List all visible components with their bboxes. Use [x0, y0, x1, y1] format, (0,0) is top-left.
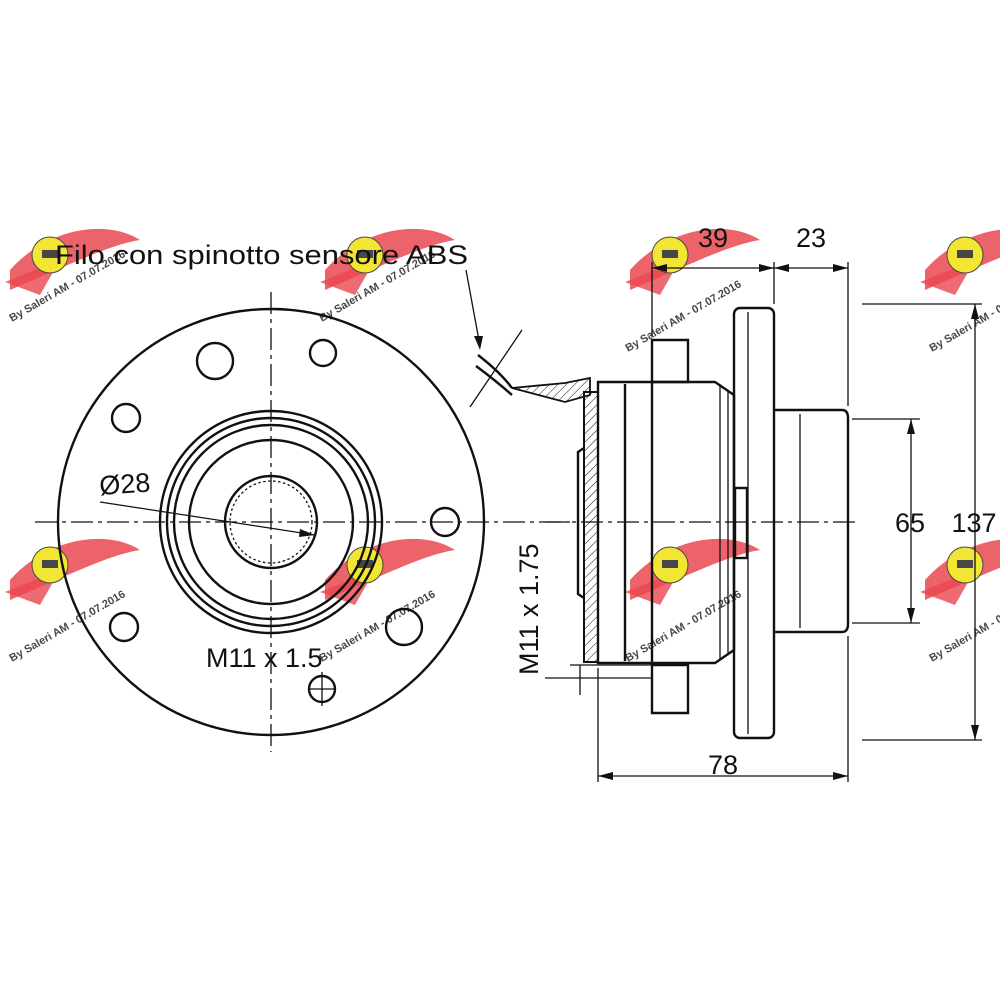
watermark-text: By Saleri AM - 07.07.2016 [928, 278, 1000, 354]
dim-arrow [652, 264, 667, 272]
abs-break-line [469, 329, 523, 408]
watermark-text: By Saleri AM - 07.07.2016 [624, 278, 744, 354]
dim-arrow [598, 772, 613, 780]
dim-label-23: 23 [796, 223, 826, 253]
watermark-logo [919, 538, 1000, 606]
dim-arrow [907, 419, 915, 434]
bearing-seal [187, 438, 355, 606]
front-view [35, 292, 575, 752]
hub-ring-2 [165, 416, 377, 628]
abs-cable [477, 354, 513, 389]
bolt-hole [195, 341, 235, 381]
bolt-hole [429, 506, 461, 538]
spline-outer [223, 474, 319, 570]
bore-leader [99, 501, 316, 536]
dimension-lines [545, 262, 982, 782]
bore-diameter-label: Ø28 [98, 467, 151, 500]
drive-slot [733, 486, 749, 560]
abs-sensor-label: Filo con spinotto sensore ABS [55, 240, 468, 270]
labels: Filo con spinotto sensore ABS Ø28 M11 x … [55, 223, 997, 780]
side-view [465, 269, 860, 740]
dim-arrow [759, 264, 774, 272]
bolt-hole [108, 611, 140, 643]
seal-section [583, 391, 599, 663]
dim-label-65: 65 [895, 508, 925, 538]
watermark-text: By Saleri AM - 07.07.2016 [318, 588, 438, 664]
stud-upper [650, 338, 690, 384]
hub-ring-3 [172, 423, 370, 621]
dim-arrow [774, 264, 789, 272]
brake-flange [732, 306, 776, 740]
abs-cable [475, 365, 513, 396]
watermark-logo [919, 228, 1000, 296]
dim-arrow [833, 772, 848, 780]
dim-arrow [971, 725, 979, 740]
inner-shoulder [576, 447, 585, 599]
bolt-hole [308, 338, 338, 368]
watermark-text: By Saleri AM - 07.07.2016 [624, 588, 744, 664]
abs-leader-arrow [474, 336, 483, 350]
dim-label-78: 78 [708, 750, 738, 780]
dim-arrow [971, 304, 979, 319]
hub-outer-ring [158, 409, 384, 635]
abs-connector [511, 376, 591, 403]
dim-label-39: 39 [698, 223, 728, 253]
flange-outline [56, 307, 486, 737]
stud-lower [650, 663, 690, 715]
spline-root [229, 480, 313, 564]
bore-leader-arrow [299, 529, 315, 537]
bolt-hole [110, 402, 142, 434]
bolt-hole [384, 607, 424, 647]
watermarks: By Saleri AM - 07.07.2016 By Saleri AM -… [4, 228, 1000, 665]
dim-arrow [833, 264, 848, 272]
pilot-hub [774, 408, 850, 634]
dim-arrow [907, 608, 915, 623]
abs-leader [465, 269, 481, 347]
stud-thread-label: M11 x 1.5 [206, 643, 323, 673]
dim-label-137: 137 [951, 508, 996, 538]
watermark-text: By Saleri AM - 07.07.2016 [928, 588, 1000, 664]
stud-thread-side-label: M11 x 1.75 [514, 543, 544, 675]
